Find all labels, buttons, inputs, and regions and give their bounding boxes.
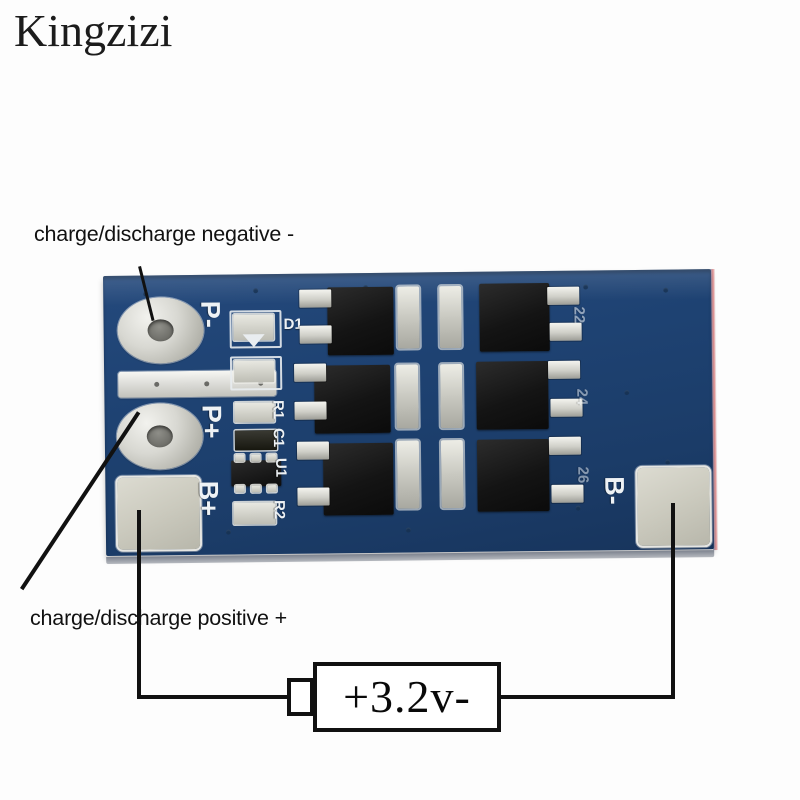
battery-terminal-nub: [287, 678, 314, 716]
mosfet-pin: [297, 487, 330, 506]
mosfet-tab: [396, 364, 419, 429]
silkscreen-r2: R2: [270, 499, 288, 520]
silkscreen-u1: U1: [272, 457, 290, 478]
mosfet-tab: [439, 285, 462, 349]
pad-p-minus-hole: [147, 319, 174, 342]
bms-pcb-board: P- P+ B+ B- D1 R1 C1: [103, 269, 719, 564]
mosfet-tab: [440, 363, 463, 429]
mosfet-q6: [476, 438, 550, 512]
mosfet-pin: [296, 441, 330, 460]
pcb-via: [663, 287, 669, 293]
silkscreen-misc: 24: [573, 388, 591, 406]
mosfet-q5: [475, 360, 549, 430]
watermark-kingzizi: Kingzizi: [14, 5, 173, 56]
pad-b-plus: [117, 476, 201, 550]
silkscreen-r1: R1: [269, 399, 287, 420]
u1-pin: [267, 485, 277, 493]
battery-voltage-label: +3.2v-: [343, 671, 471, 722]
mosfet-q1: [327, 286, 394, 356]
pcb-via: [624, 390, 630, 396]
mosfet-tab: [440, 439, 464, 509]
component-d1b: [233, 360, 275, 383]
mosfet-pin: [551, 484, 584, 503]
trace-hole: [154, 381, 160, 387]
silkscreen-c1: C1: [269, 427, 287, 448]
u1-pin: [251, 454, 261, 462]
pad-p-plus-hole: [146, 425, 173, 448]
mosfet-pin: [294, 401, 327, 420]
silkscreen-misc: 26: [574, 466, 592, 484]
mosfet-pin: [299, 289, 332, 308]
u1-pin: [235, 485, 245, 493]
annotation-charge-discharge-negative: charge/discharge negative -: [34, 222, 294, 246]
u1-pin: [235, 454, 245, 462]
mosfet-pin: [294, 363, 327, 382]
mosfet-pin: [549, 322, 582, 341]
mosfet-tab: [397, 286, 420, 349]
mosfet-pin: [299, 325, 332, 344]
mosfet-pin: [548, 436, 582, 455]
wire-b-minus-vertical: [671, 503, 675, 699]
silkscreen-b-plus: B+: [193, 480, 224, 517]
u1-pin: [251, 485, 261, 493]
silkscreen-p-plus: P+: [196, 404, 227, 439]
mosfet-q4: [479, 282, 550, 352]
silkscreen-misc: 22: [570, 306, 588, 324]
annotation-charge-discharge-positive: charge/discharge positive +: [30, 606, 287, 630]
component-r2: [233, 502, 276, 525]
wire-left-horizontal: [137, 695, 289, 699]
battery-symbol: +3.2v-: [313, 662, 501, 732]
pcb-via: [575, 505, 581, 511]
pcb-via: [405, 527, 411, 533]
wire-b-plus-vertical: [137, 510, 141, 699]
pcb-via: [583, 284, 589, 290]
mosfet-tab: [396, 440, 420, 509]
mosfet-q3: [322, 442, 394, 516]
pcb-via: [225, 529, 231, 535]
diode-polarity-icon: [242, 334, 265, 348]
trace-hole: [204, 381, 210, 387]
pcb-via: [665, 459, 671, 465]
pcb-via: [253, 288, 259, 294]
wire-right-horizontal: [499, 695, 675, 699]
silkscreen-p-minus: P-: [195, 300, 226, 328]
mosfet-pin: [547, 286, 580, 305]
mosfet-pin: [547, 360, 581, 379]
silkscreen-b-minus: B-: [599, 476, 630, 505]
